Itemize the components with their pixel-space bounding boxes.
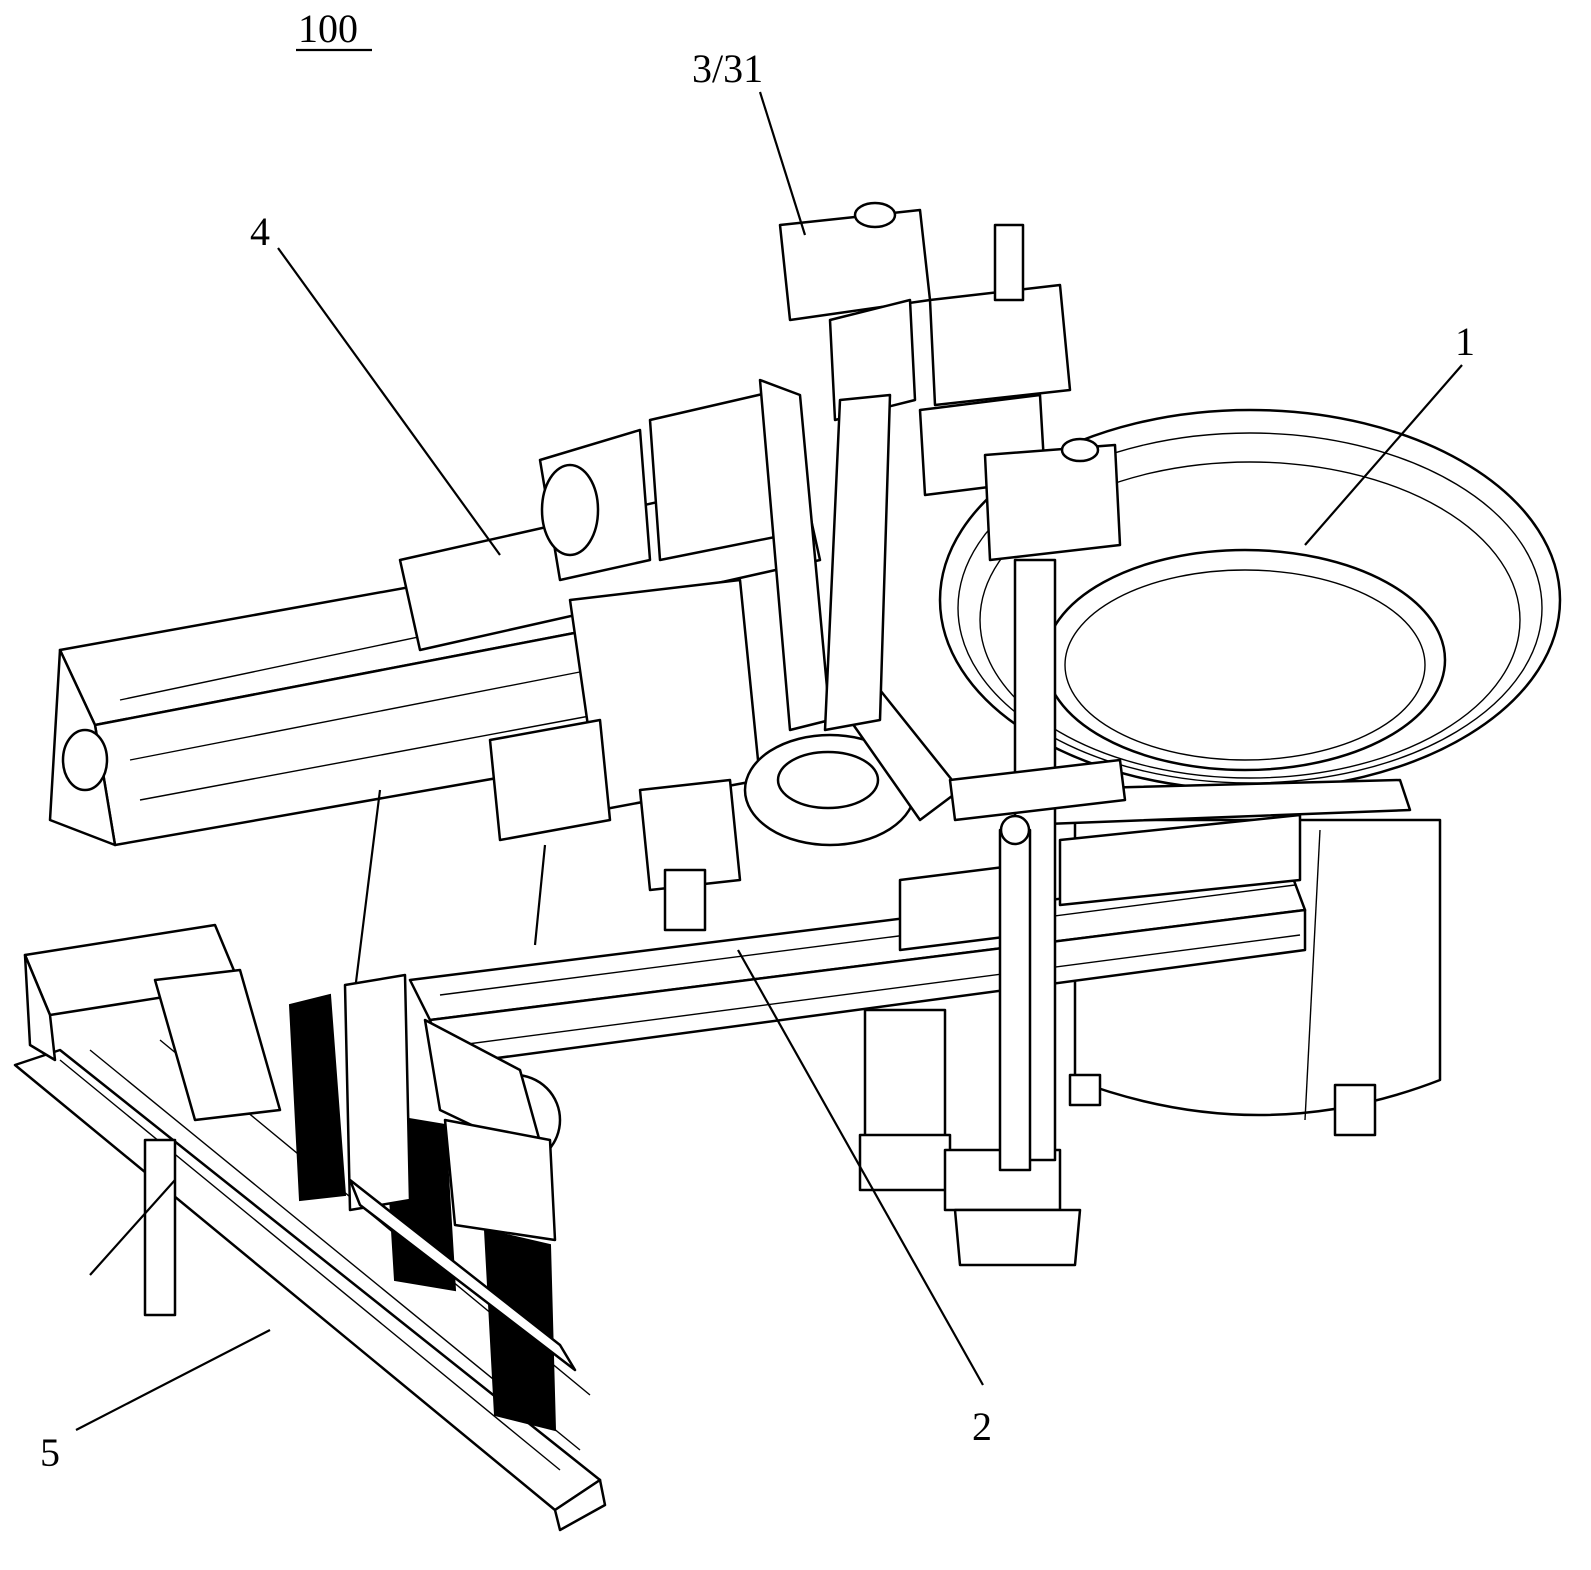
bowl-foot xyxy=(1333,1083,1377,1137)
gripper-end-block xyxy=(983,443,1122,562)
rail-leg xyxy=(143,1138,177,1317)
rail-cylinder xyxy=(153,968,282,1122)
bowl-foot-left xyxy=(1068,1073,1102,1107)
callout-4: 4 xyxy=(250,209,270,254)
bowl-inner-track xyxy=(1043,548,1447,772)
gripper-side-block xyxy=(928,283,1072,407)
leader-extra xyxy=(89,1179,176,1276)
module-end-port xyxy=(61,728,109,792)
output-rail xyxy=(13,923,607,1532)
comb-plate-1 xyxy=(288,993,347,1202)
pick-head xyxy=(638,778,742,892)
rail-upright xyxy=(343,973,412,1212)
callout-2: 2 xyxy=(972,1404,992,1449)
gripper xyxy=(778,201,1127,846)
positioning-ring xyxy=(743,688,962,847)
linear-module xyxy=(48,378,832,991)
pick-nozzle xyxy=(663,868,707,932)
leader-2 xyxy=(737,949,984,1386)
gripper-cylinder xyxy=(993,223,1025,302)
leader-4 xyxy=(277,247,501,556)
gripper-column xyxy=(823,393,892,732)
leader-3-31 xyxy=(758,91,807,236)
callout-1: 1 xyxy=(1455,319,1475,364)
gripper-crossbar xyxy=(948,758,1127,822)
carriage-motor xyxy=(488,718,612,842)
conveyor-support-foot xyxy=(858,1133,952,1192)
conveyor-guide xyxy=(1058,813,1302,907)
gripper-end-knob xyxy=(1060,437,1100,463)
comb-plate-3 xyxy=(483,1228,557,1432)
callout-3-31: 3/31 xyxy=(692,46,763,91)
ring-inner xyxy=(776,750,880,810)
gripper-pivot xyxy=(999,814,1031,846)
gripper-mid-block xyxy=(828,298,917,422)
vertical-pillar-2 xyxy=(998,828,1032,1172)
gripper-knob xyxy=(853,201,897,229)
leader-1 xyxy=(1304,364,1463,546)
servo-motor-face xyxy=(540,463,600,557)
callout-5: 5 xyxy=(40,1430,60,1475)
figure-number-label: 100 xyxy=(298,6,358,51)
support-rod xyxy=(353,789,382,991)
leader-5 xyxy=(75,1329,271,1431)
pillar-foot xyxy=(953,1208,1082,1267)
